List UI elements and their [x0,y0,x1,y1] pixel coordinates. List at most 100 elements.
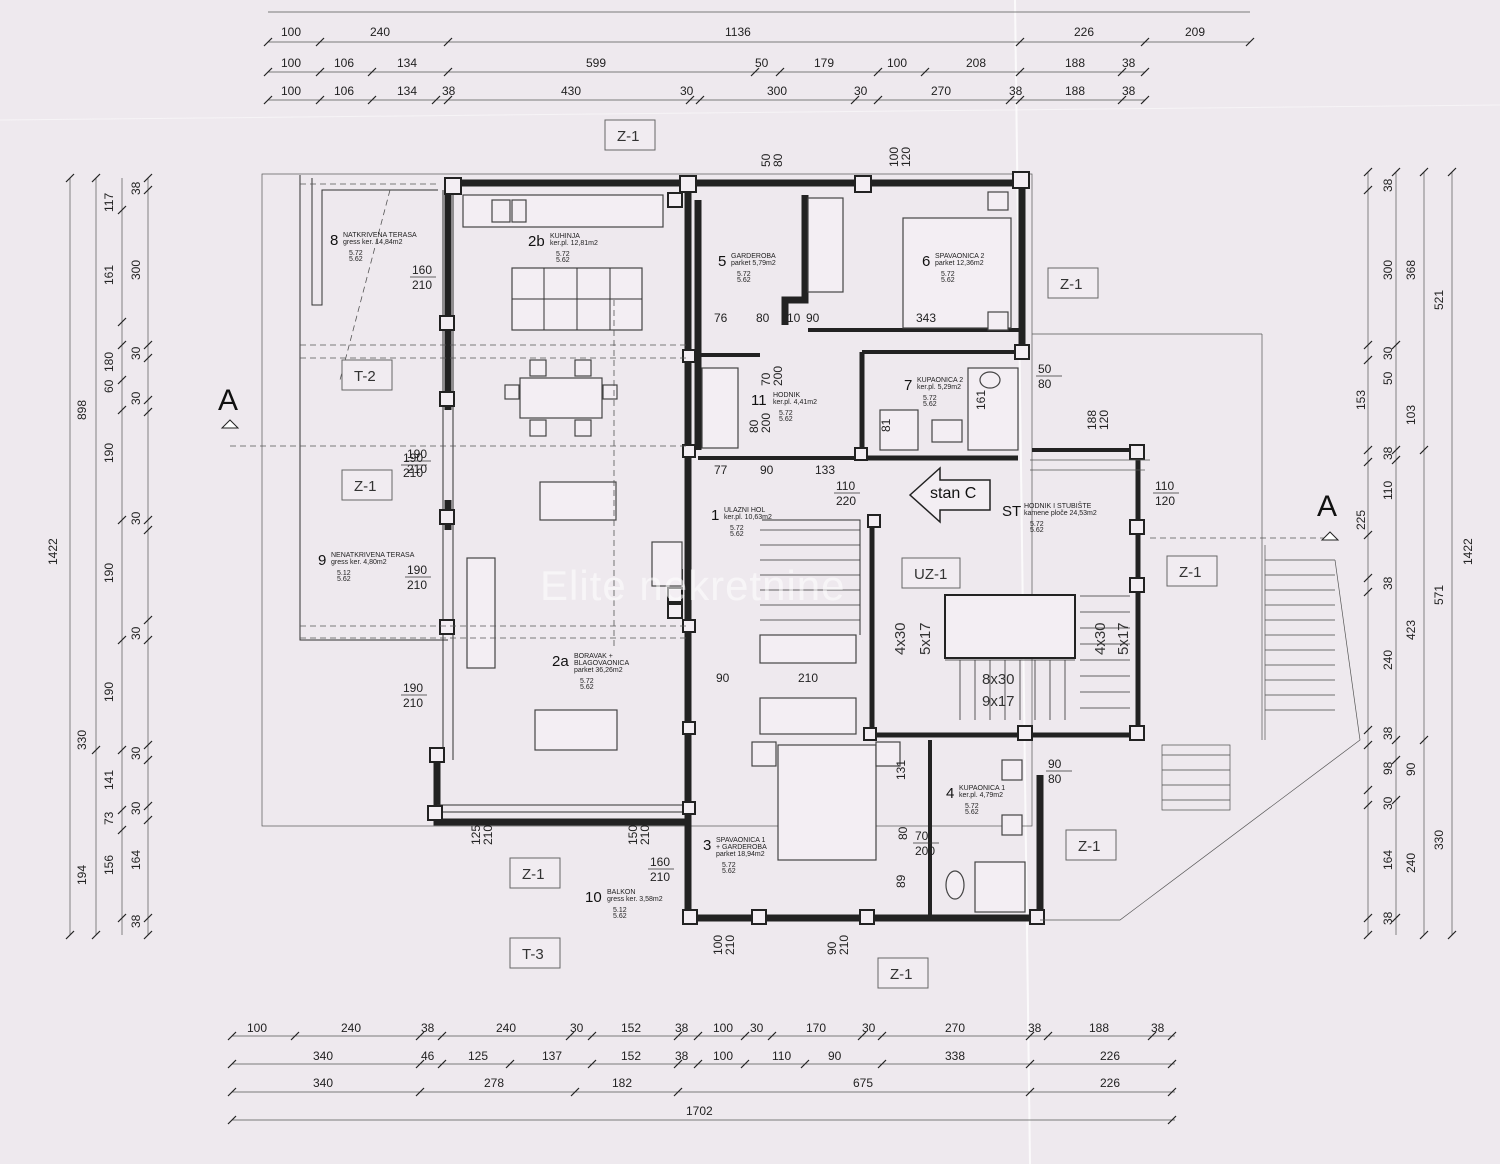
room-area: kamene ploče 24,53m2 [1024,510,1097,517]
dimension-tick [1245,37,1255,47]
opening-dimension: 210 [407,578,427,592]
left-dimension-label: 898 [75,400,89,420]
opening-dimension: 80 [747,419,761,433]
bottom-dimension-label: 240 [496,1021,516,1035]
dimension-tick [1117,95,1127,105]
right-dimension-label: 330 [1432,830,1446,850]
level-mark: 5.72 [941,271,955,278]
left-dimension-label: 190 [102,563,116,583]
opening-dimension: 210 [403,466,423,480]
top-dimension-label: 100 [281,25,301,39]
inner-dimension: 90 [716,671,730,685]
section-marker-left: A [218,384,240,429]
opening-dimension: 110 [836,479,855,493]
right-dimension-label: 240 [1381,650,1395,670]
right-total-dimension: 1422 [1461,538,1475,565]
top-dimension-label: 30 [854,84,868,98]
room-area: gress ker. 14,84m2 [343,239,403,246]
dimension-tick [877,1031,887,1041]
apartment-label: stan C [930,485,977,502]
right-dimension-label: 240 [1404,853,1418,873]
dimension-tick [143,740,153,750]
bottom-dimension-label: 100 [713,1021,733,1035]
dimension-tick [227,1031,237,1041]
level-mark: 5.72 [737,271,751,278]
dimension-tick [1363,785,1373,795]
bottom-dimension-label: 38 [1151,1021,1165,1035]
top-dimension-label: 240 [370,25,390,39]
room-number: 5 [718,253,726,270]
left-dimension-label: 38 [129,181,143,195]
bottom-dimension-label: 90 [828,1049,842,1063]
opening-dimension: 150 [626,825,640,845]
furniture [462,191,1026,913]
element-tag: Z-1 [1078,838,1101,855]
room-name: + GARDEROBA [716,844,767,851]
dimension-tick [1005,95,1015,105]
level-mark: 5.72 [923,395,937,402]
inner-dimension: 76 [714,311,728,325]
right-dimension-label: 110 [1381,481,1395,500]
dimension-tick [143,525,153,535]
right-dimension-label: 30 [1381,346,1395,360]
dimension-tick [1025,1031,1035,1041]
dimension-tick [1025,1059,1035,1069]
top-dimension-label: 134 [397,56,417,70]
dimension-tick [437,1031,447,1041]
opening-dimension: 210 [407,462,427,476]
level-mark: 5.62 [737,277,751,284]
room-number: 3 [703,837,711,854]
left-total-dimension: 1422 [46,538,60,565]
dimension-tick [1419,930,1429,940]
room-area: parket 18,94m2 [716,851,765,858]
top-dimension-label: 50 [755,56,769,70]
dimension-tick [1167,1087,1177,1097]
opening-dimension: 120 [899,147,913,167]
level-mark: 5.62 [779,416,793,423]
dimension-tick [740,1059,750,1069]
right-dimension-label: 38 [1381,178,1395,192]
dimension-tick [263,67,273,77]
room-name: KUPAONICA 2 [917,377,963,384]
dimension-tick [1363,445,1373,455]
opening-dimension: 210 [481,825,495,845]
opening-dimension: 70 [915,829,929,843]
level-mark: 5.62 [337,576,351,583]
bottom-dimension-label: 338 [945,1049,965,1063]
right-dimension-label: 38 [1381,446,1395,460]
room-name: BORAVAK + [574,653,613,660]
top-dimension-label: 106 [334,56,354,70]
watermark: Elite nekretnine [540,562,846,609]
bottom-dimension-label: 100 [247,1021,267,1035]
stair-label: 5x17 [1115,622,1132,655]
inner-dimension: 77 [714,463,728,477]
dimension-tick [143,353,153,363]
dimension-tick [565,1031,575,1041]
top-dimension-label: 38 [1122,56,1136,70]
top-dimension-label: 100 [887,56,907,70]
room-number: 8 [330,232,338,249]
bottom-dimension-label: 110 [772,1049,791,1063]
level-mark: 5.72 [965,803,979,810]
dimension-tick [117,375,127,385]
dimension-tick [1363,355,1373,365]
bottom-dimension-label: 100 [713,1049,733,1063]
inner-dimension: 81 [879,418,893,432]
dimension-tick [1391,913,1401,923]
level-mark: 5.62 [941,277,955,284]
bottom-dimension-label: 340 [313,1049,333,1063]
bottom-dimension-label: 270 [945,1021,965,1035]
level-mark: 5.72 [556,251,570,258]
room-number: 9 [318,552,326,569]
opening-dimension: 210 [412,278,432,292]
right-dimension-label: 50 [1381,371,1395,385]
room-name: HODNIK I STUBIŠTE [1024,501,1092,510]
inner-dimension: 343 [916,311,936,325]
room-number: 2a [552,653,569,670]
dimension-tick [315,37,325,47]
level-mark: 5.62 [730,531,744,538]
dimension-tick [873,95,883,105]
stair-label: 9x17 [982,693,1015,710]
element-tag-box [509,857,561,889]
room-number: ST [1002,503,1021,520]
